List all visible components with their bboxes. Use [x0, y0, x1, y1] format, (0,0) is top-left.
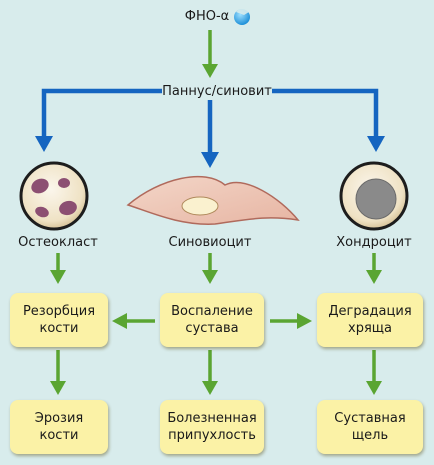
- arrow-resorption-to-erosion: [50, 350, 66, 395]
- arrow-synoviocyte-to-inflammation: [202, 253, 218, 284]
- bone-resorption-box: Резорбция кости: [10, 293, 108, 347]
- cartilage-degradation-box: Деградация хряща: [317, 293, 423, 347]
- tnf-alpha-label: ФНО-α: [184, 9, 230, 24]
- chondrocyte-label: Хондроцит: [336, 235, 412, 250]
- arrow-pannus-to-synoviocyte: [201, 100, 219, 168]
- joint-inflammation-box: Воспаление сустава: [160, 293, 264, 347]
- arrow-pannus-to-chondrocyte: [272, 88, 385, 152]
- joint-space-box: Суставная щель: [317, 400, 423, 454]
- arrow-degradation-to-joint-space: [366, 350, 382, 395]
- cartilage-degradation-text: Деградация хряща: [328, 304, 412, 336]
- painful-swelling-box: Болезненная припухлость: [160, 400, 264, 454]
- arrow-inflammation-to-degradation: [270, 313, 312, 329]
- tnf-molecule-icon: [234, 8, 250, 25]
- arrow-tnf-to-pannus: [202, 30, 218, 78]
- synoviocyte-label: Синовиоцит: [168, 235, 252, 250]
- bone-resorption-text: Резорбция кости: [22, 304, 96, 336]
- arrow-inflammation-to-resorption: [112, 313, 155, 329]
- chondrocyte-cell-icon: [339, 161, 409, 231]
- osteoclast-label: Остеокласт: [18, 235, 98, 250]
- bone-erosion-box: Эрозия кости: [10, 400, 108, 454]
- arrow-pannus-to-osteoclast: [35, 88, 162, 152]
- painful-swelling-text: Болезненная припухлость: [167, 411, 257, 443]
- osteoclast-cell-icon: [19, 161, 89, 231]
- pannus-synovitis-label: Паннус/синовит: [162, 84, 272, 99]
- joint-inflammation-text: Воспаление сустава: [171, 304, 253, 336]
- arrow-osteoclast-to-resorption: [50, 253, 66, 284]
- arrow-inflammation-to-swelling: [202, 350, 218, 395]
- arrow-chondrocyte-to-degradation: [366, 253, 382, 284]
- joint-space-text: Суставная щель: [334, 411, 406, 443]
- bone-erosion-text: Эрозия кости: [34, 411, 84, 443]
- synoviocyte-cell-icon: [126, 175, 300, 225]
